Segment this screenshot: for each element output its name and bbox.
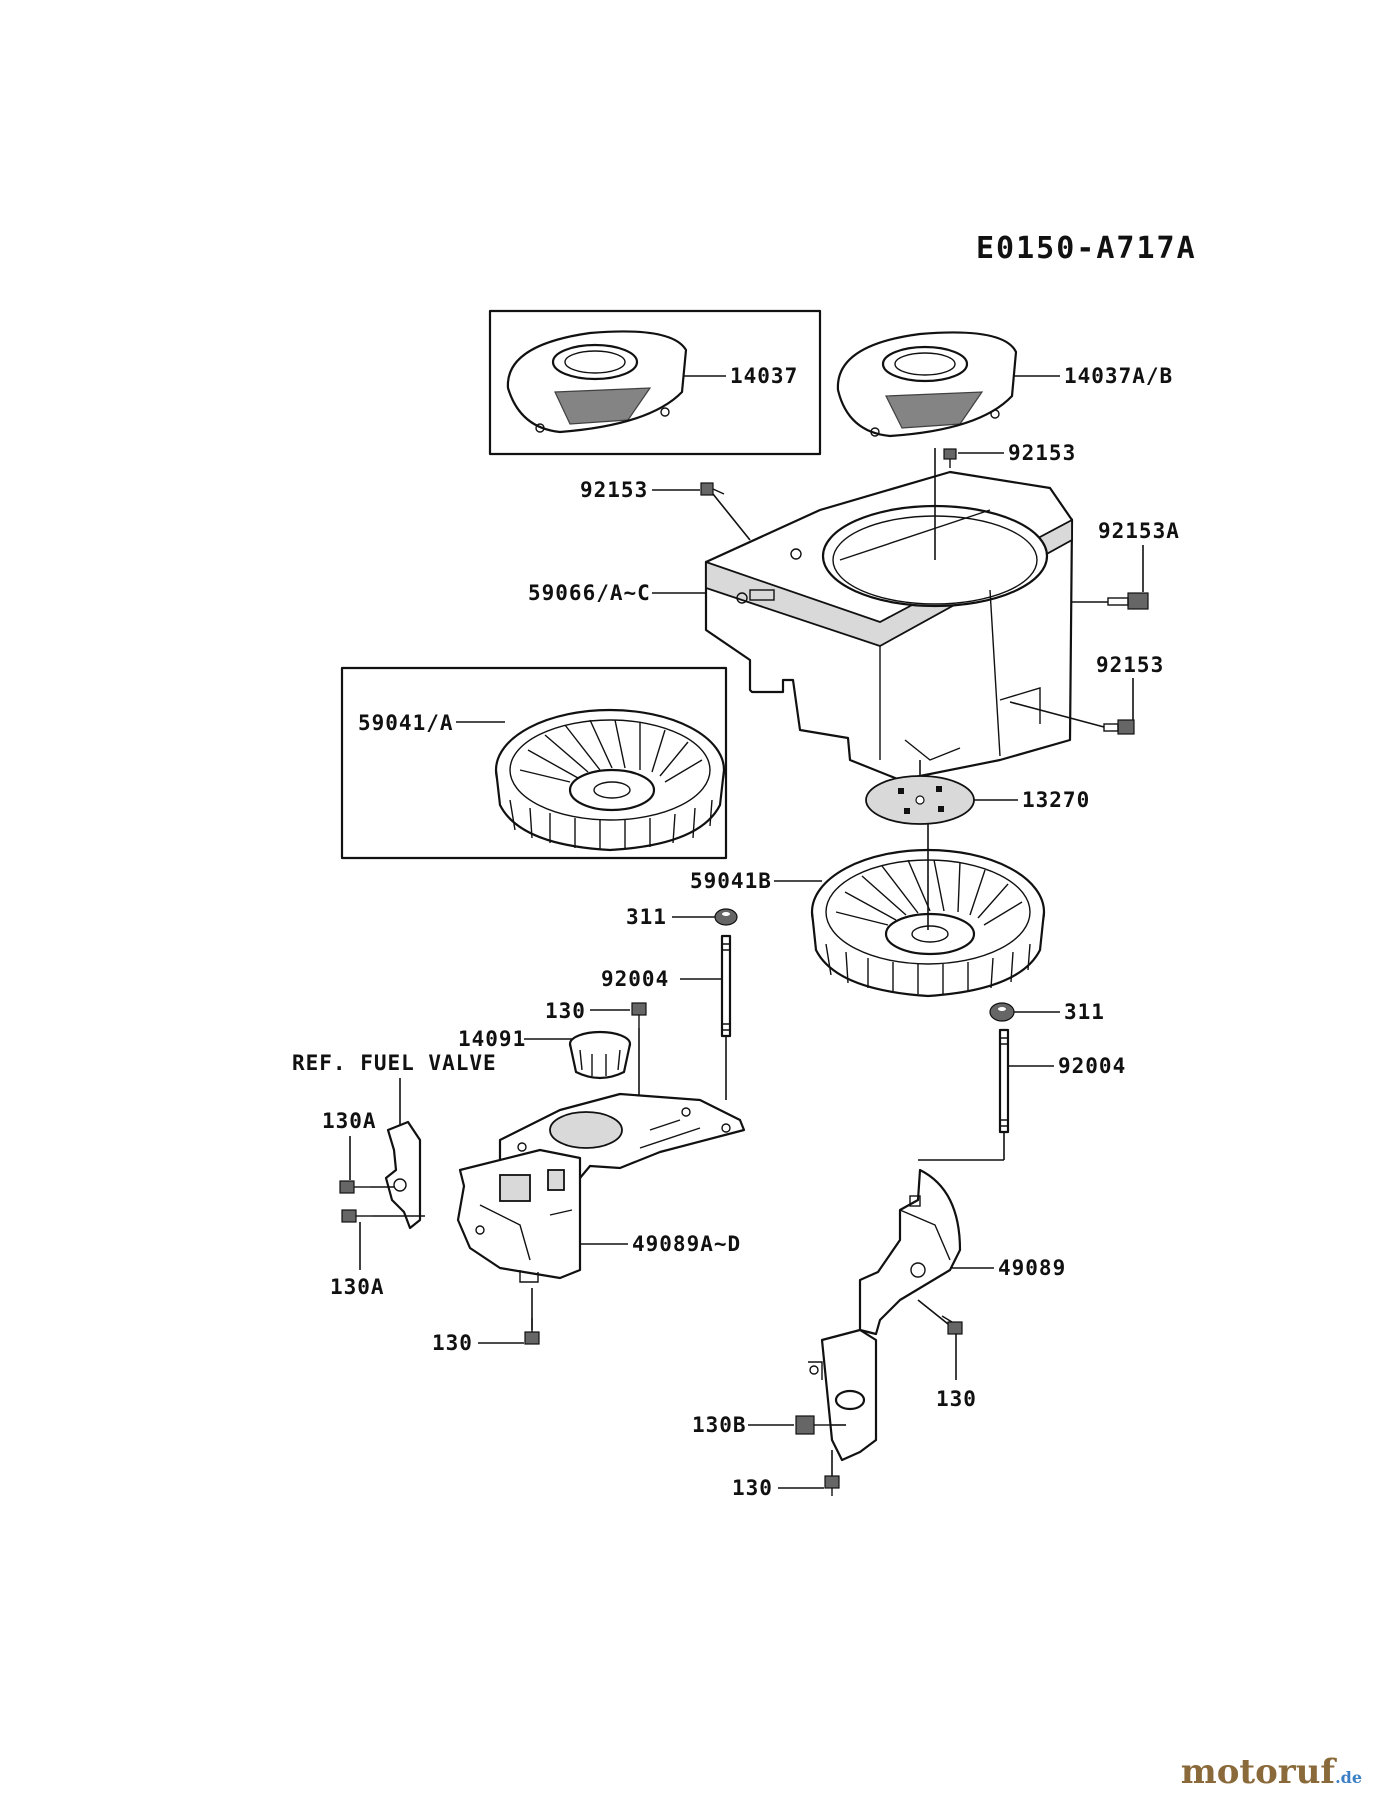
bolt-130-right: [941, 1315, 963, 1335]
bolt-130a-bottom: [341, 1209, 372, 1223]
label-59041b: 59041B: [690, 869, 772, 893]
cap-14091: [568, 1030, 632, 1080]
label-130a-bottom: 130A: [330, 1275, 385, 1299]
alt-cover-box: [488, 309, 822, 456]
label-ref-fuel-valve: REF. FUEL VALVE: [292, 1051, 497, 1075]
label-92153-top: 92153: [1008, 441, 1076, 465]
watermark-main: motoruf: [1180, 1752, 1336, 1792]
nut-311-right: [989, 1002, 1015, 1022]
bolt-130-left-bottom: [524, 1318, 540, 1345]
label-14037ab: 14037A/B: [1064, 364, 1173, 388]
nut-311-left: [714, 908, 738, 926]
label-14037: 14037: [730, 364, 798, 388]
bolt-130-top: [631, 1002, 647, 1028]
bolt-130-bottom: [824, 1475, 840, 1496]
bolt-130b: [795, 1415, 830, 1435]
fan-59041a: [494, 708, 726, 852]
label-130-right: 130: [936, 1387, 977, 1411]
fuel-valve-bracket: [384, 1120, 422, 1230]
label-13270: 13270: [1022, 788, 1090, 812]
bolt-92153a: [1107, 592, 1149, 610]
label-311-right: 311: [1064, 1000, 1105, 1024]
label-92153a: 92153A: [1098, 519, 1180, 543]
label-14091: 14091: [458, 1027, 526, 1051]
label-92153-right: 92153: [1096, 653, 1164, 677]
label-130-top: 130: [545, 999, 586, 1023]
label-59066: 59066/A~C: [528, 581, 651, 605]
label-311-left: 311: [626, 905, 667, 929]
alt-fan-box: [340, 666, 728, 860]
bolt-130a-top: [339, 1180, 370, 1194]
cover-14037: [506, 330, 688, 434]
diagram-code: E0150-A717A: [976, 231, 1197, 266]
bolt-92153-top: [943, 448, 957, 468]
label-92153-left: 92153: [580, 478, 648, 502]
label-130b: 130B: [692, 1413, 747, 1437]
stud-92004-left: [720, 934, 732, 1038]
plate-13270: [865, 775, 975, 825]
bolt-92153-left: [700, 482, 725, 496]
watermark-tld: .de: [1335, 1768, 1362, 1787]
label-49089: 49089: [998, 1256, 1066, 1280]
label-92004-right: 92004: [1058, 1054, 1126, 1078]
baffle-49089ad: [456, 1092, 746, 1283]
label-130-left-bottom: 130: [432, 1331, 473, 1355]
label-130-bottom: 130: [732, 1476, 773, 1500]
cover-14037ab: [836, 331, 1018, 438]
blower-housing-59066: [704, 470, 1074, 782]
label-130a-top: 130A: [322, 1109, 377, 1133]
bolt-92153-right: [1103, 719, 1135, 735]
watermark-logo: motoruf.de: [1181, 1752, 1362, 1792]
label-49089ad: 49089A~D: [632, 1232, 741, 1256]
stud-92004-right: [998, 1028, 1010, 1134]
label-92004-left: 92004: [601, 967, 669, 991]
label-59041a: 59041/A: [358, 711, 454, 735]
baffle-49089: [808, 1168, 962, 1462]
